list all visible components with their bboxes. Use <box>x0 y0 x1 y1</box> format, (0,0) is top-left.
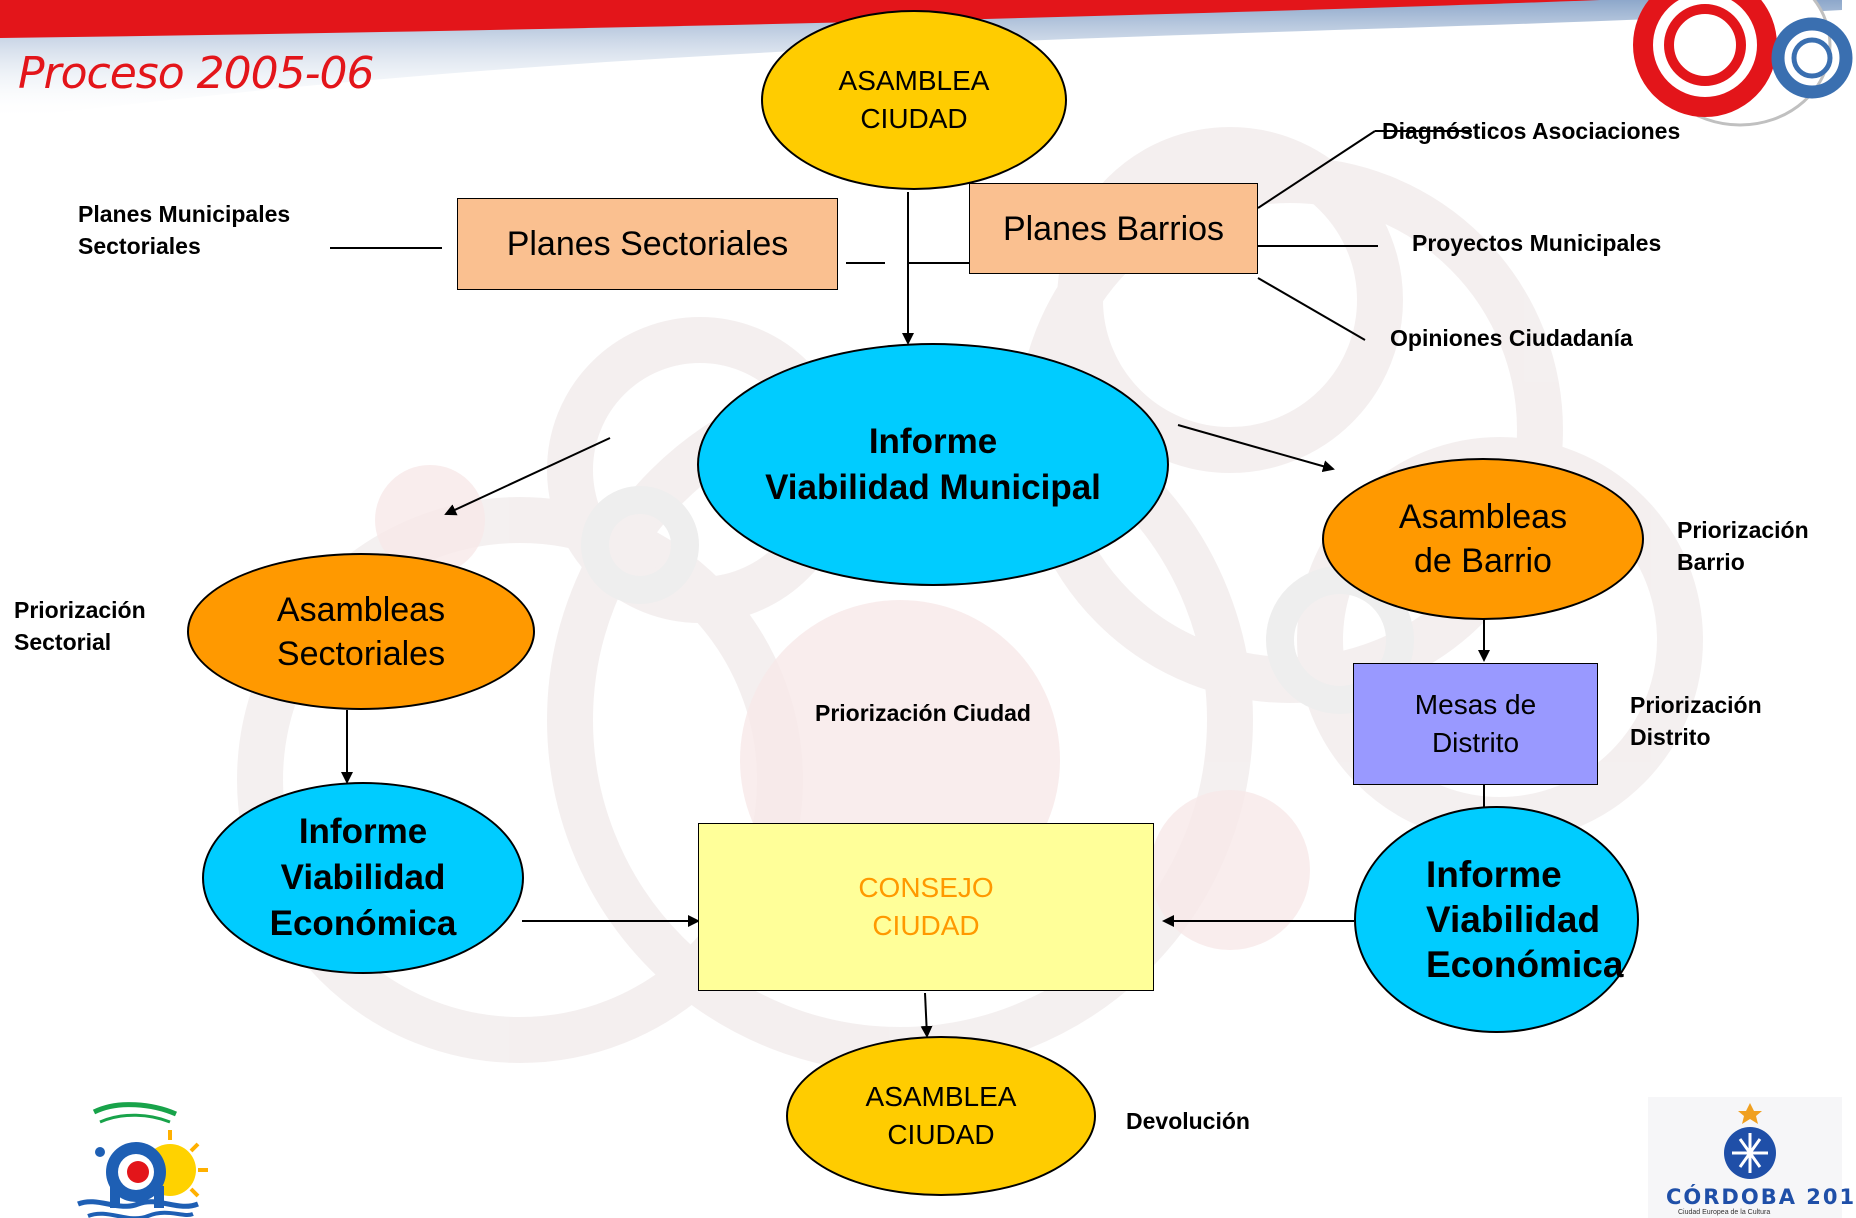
header-red-band <box>0 0 1600 38</box>
line-opiniones <box>1257 277 1366 341</box>
consejo-ciudad-box: CONSEJO CIUDAD <box>698 823 1154 991</box>
informe-viabilidad-municipal: Informe Viabilidad Municipal <box>697 343 1169 586</box>
label-priorizacion-barrio: Priorización Barrio <box>1677 517 1809 575</box>
label-proyectos-municipales: Proyectos Municipales <box>1412 230 1662 256</box>
node-label: CONSEJO CIUDAD <box>858 872 994 941</box>
slide-title: Proceso 2005-06 <box>18 48 374 99</box>
asamblea-ciudad-bottom: ASAMBLEA CIUDAD <box>786 1036 1096 1196</box>
node-label: Informe Viabilidad Económica <box>1426 854 1624 985</box>
informe-viabilidad-economica-right: Informe Viabilidad Económica <box>1354 806 1639 1033</box>
label-opiniones-ciudadania: Opiniones Ciudadanía <box>1390 325 1633 351</box>
node-label: Planes Sectoriales <box>506 225 789 263</box>
arrow-to-asambleas-barrio <box>1177 424 1335 473</box>
asambleas-de-barrio: Asambleas de Barrio <box>1322 458 1644 620</box>
rings-logo <box>1633 0 1853 127</box>
informe-viabilidad-economica-left: Informe Viabilidad Económica <box>202 782 524 974</box>
planes-barrios-box: Planes Barrios <box>969 183 1258 274</box>
mesas-de-distrito-box: Mesas de Distrito <box>1353 663 1598 785</box>
label-devolucion: Devolución <box>1126 1108 1250 1134</box>
node-label: ASAMBLEA CIUDAD <box>838 65 990 134</box>
planes-sectoriales-box: Planes Sectoriales <box>457 198 838 290</box>
line-diagnosticos <box>1257 130 1376 209</box>
node-label: Asambleas de Barrio <box>1398 498 1568 580</box>
cordoba-emblem-icon <box>1724 1103 1776 1179</box>
node-label: Mesas de Distrito <box>1414 689 1537 758</box>
node-label: Asambleas Sectoriales <box>276 590 446 673</box>
municipal-logo <box>77 1102 208 1218</box>
asamblea-ciudad-top: ASAMBLEA CIUDAD <box>761 10 1067 190</box>
cordoba-logo-text: CÓRDOBA 201 <box>1666 1185 1856 1209</box>
node-label: Planes Barrios <box>1002 209 1225 248</box>
cordoba-logo-subtext: Ciudad Europea de la Cultura <box>1678 1209 1771 1216</box>
label-diagnosticos-asociaciones: Diagnósticos Asociaciones <box>1382 118 1681 144</box>
node-label: Informe Viabilidad Municipal <box>765 421 1101 507</box>
label-priorizacion-sectorial: Priorización Sectorial <box>14 597 146 655</box>
arrow-consejo-to-asamblea <box>920 992 933 1038</box>
arrow-to-asambleas-sectoriales <box>444 437 611 516</box>
cordoba-logo: CÓRDOBA 201 Ciudad Europea de la Cultura <box>1648 1097 1854 1218</box>
asambleas-sectoriales: Asambleas Sectoriales <box>187 553 535 710</box>
node-label: Informe Viabilidad Económica <box>269 812 457 943</box>
label-priorizacion-distrito: Priorización Distrito <box>1630 692 1762 750</box>
node-label: ASAMBLEA CIUDAD <box>865 1081 1017 1150</box>
label-priorizacion-ciudad: Priorización Ciudad <box>815 700 1031 726</box>
label-planes-municipales: Planes Municipales Sectoriales <box>78 201 291 259</box>
